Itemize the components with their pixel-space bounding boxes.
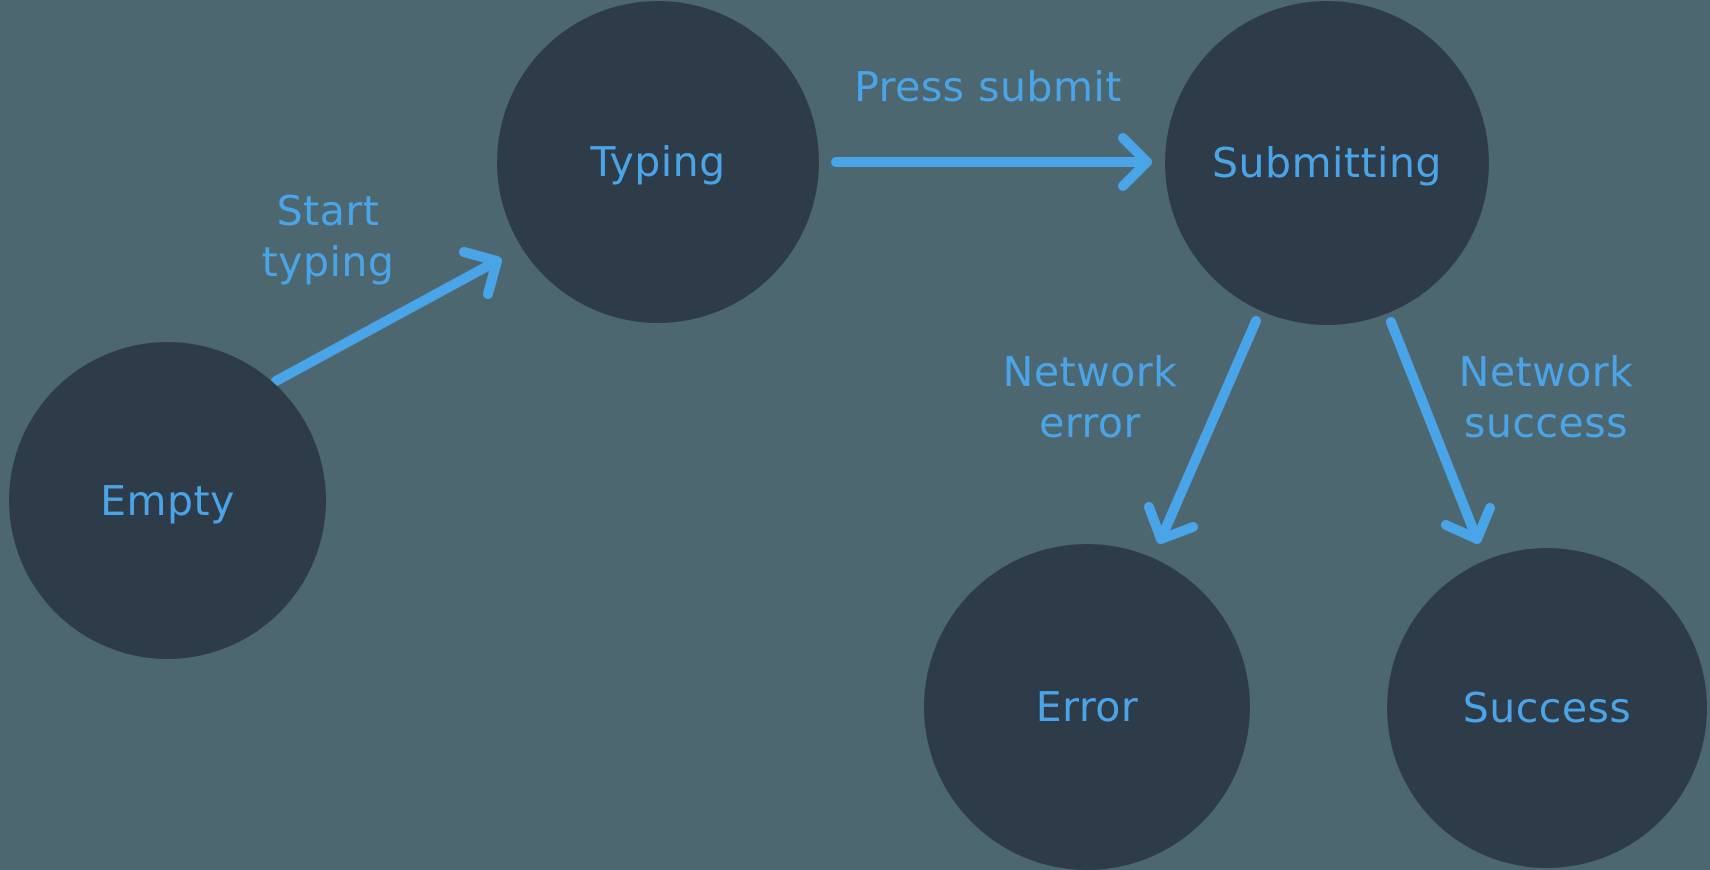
- transition-label-network-error: Network error: [980, 347, 1200, 449]
- transition-label-line: error: [1039, 399, 1141, 447]
- transition-label-start-typing: Start typing: [218, 186, 438, 288]
- transition-label-press-submit: Press submit: [838, 62, 1138, 113]
- arrow-head-icon: [1441, 503, 1495, 544]
- state-node-submitting: Submitting: [1165, 1, 1489, 325]
- state-label-success: Success: [1462, 684, 1632, 732]
- state-node-typing: Typing: [497, 1, 819, 323]
- state-label-typing: Typing: [590, 138, 726, 186]
- arrow-press-submit: [831, 133, 1152, 191]
- state-label-submitting: Submitting: [1212, 139, 1442, 187]
- transition-label-line: Network: [1458, 348, 1634, 396]
- transition-label-line: typing: [261, 238, 395, 286]
- transition-label-line: success: [1464, 399, 1628, 447]
- state-node-error: Error: [924, 544, 1250, 870]
- state-label-error: Error: [1035, 683, 1139, 731]
- state-label-empty: Empty: [100, 476, 235, 525]
- transition-label-line: Network: [1002, 348, 1178, 396]
- state-node-empty: Empty: [9, 342, 326, 659]
- state-node-success: Success: [1387, 548, 1707, 868]
- arrow-head-icon: [1118, 133, 1152, 191]
- transition-label-network-success: Network success: [1436, 347, 1656, 449]
- arrow-head-icon: [459, 247, 502, 299]
- transition-label-line: Start: [276, 187, 380, 235]
- transition-label-line: Press submit: [854, 63, 1122, 111]
- arrow-head-icon: [1144, 502, 1198, 544]
